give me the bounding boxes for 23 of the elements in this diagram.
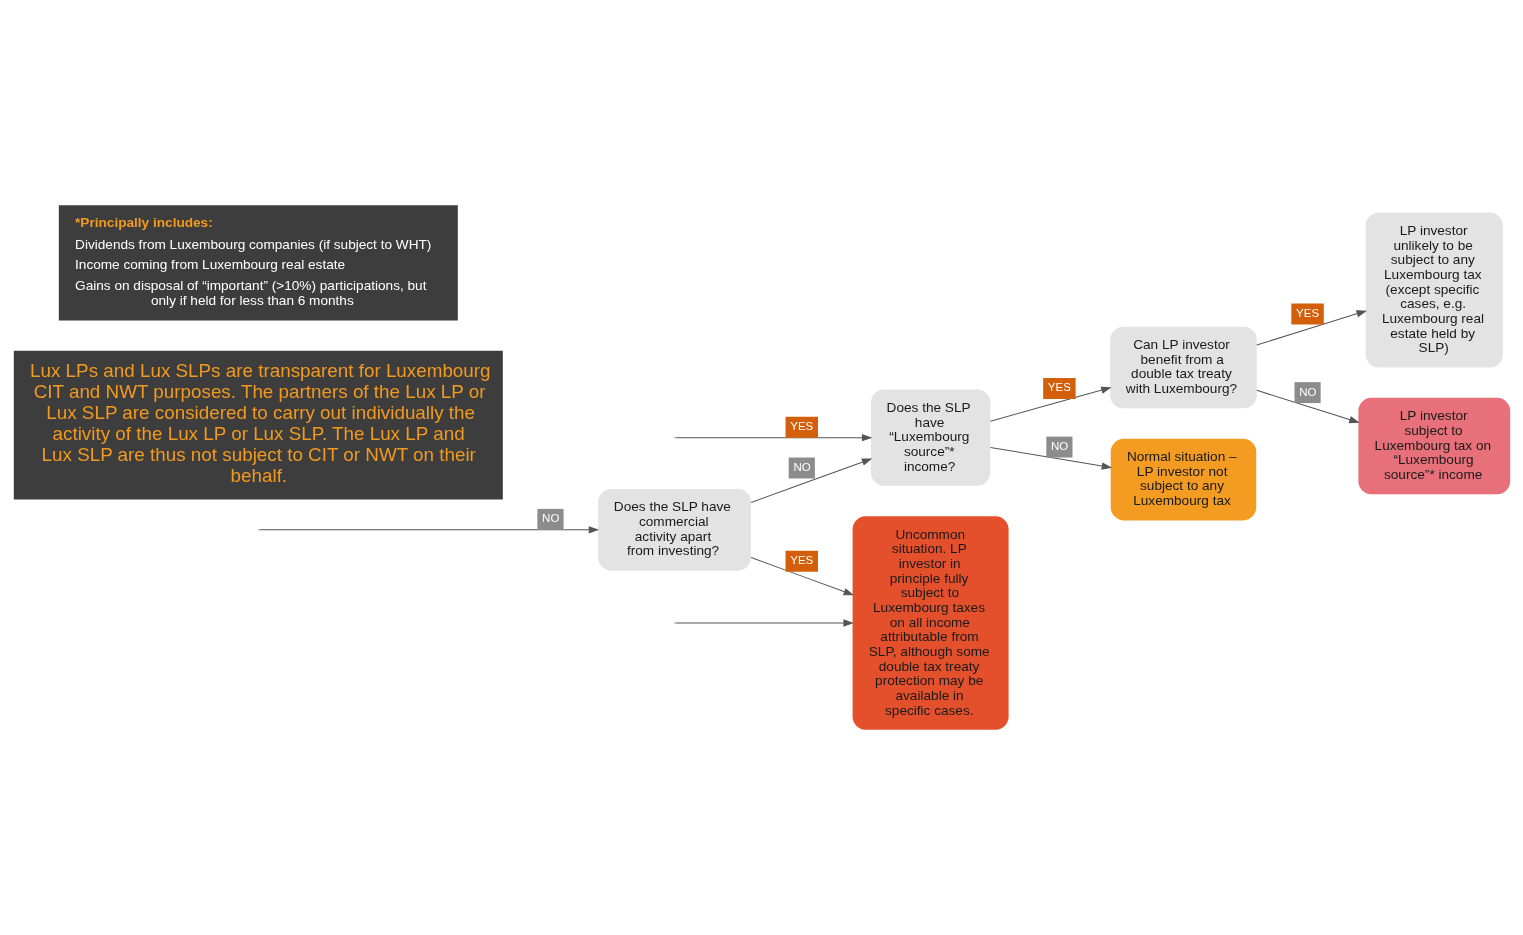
node-box: Can LP investor benefit from a double tax treaty with Luxembourg? (1109, 326, 1257, 409)
edge-label: YES (789, 420, 813, 433)
edge-label: NO (1298, 385, 1316, 398)
node-box: LP investor subject to Luxembourg tax on “Luxembourg source”* income (1357, 397, 1510, 495)
node-box: Uncommon situation. LP investor in principle fully subject to Luxembourg taxes on all income attributable from SLP, although some double tax treaty protection may be available in specific cases. (852, 516, 1009, 730)
node-box: Does the SLP have “Luxembourg source”* income? (870, 389, 990, 486)
node-box: LP investor unlikely to be subject to any Luxembourg tax (except specific cases, e.g. Luxembourg real estate held by SLP) (1365, 212, 1503, 368)
arrow (989, 386, 1112, 422)
arrow (1255, 389, 1360, 424)
edge-label: NO (1050, 440, 1068, 453)
edge-label: YES (1295, 307, 1319, 320)
edge-label: NO (792, 460, 811, 473)
arrow (258, 526, 599, 534)
edge-label: YES (789, 554, 813, 567)
arrow (750, 557, 854, 596)
node-box: Normal situation – LP investor not subject to any Luxembourg tax (1110, 438, 1256, 521)
node-box: *Principally includes: Dividends from Luxembourg companies (if subject to WHT) Income coming from Luxembourg real estate Gains on disposal of “important” (>10%) participations, but only if held for less than 6 months (58, 205, 458, 321)
arrow (989, 446, 1112, 470)
arrow (1255, 310, 1367, 346)
node-box: Does the SLP have commercial activity apart from investing? (597, 488, 751, 571)
edge-label: NO (541, 512, 559, 525)
edge-label: YES (1047, 381, 1071, 394)
node-box: Lux LPs and Lux SLPs are transparent for Luxembourg CIT and NWT purposes. The partners of the Lux LP or Lux SLP are considered to carry out individually the activity of the Lux LP or Lux SLP. The Lux LP and Lux SLP are thus not subject to CIT or NWT on their behalf. (13, 350, 503, 500)
